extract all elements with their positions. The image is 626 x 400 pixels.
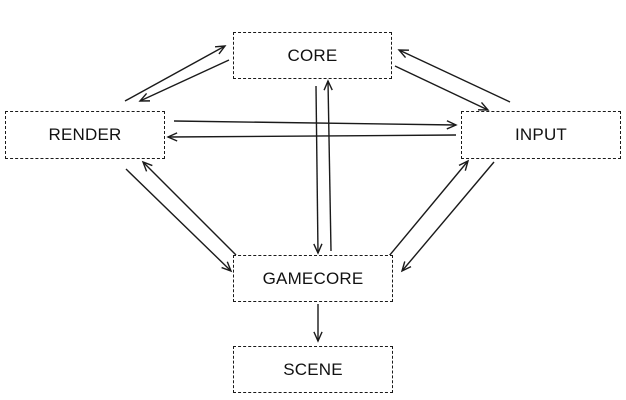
arrow-core-render-line — [139, 59, 230, 102]
arrow-render-core-line — [124, 45, 226, 102]
arrow-gamecore-input — [388, 159, 470, 257]
arrow-input-core — [397, 49, 511, 103]
arrow-input-render — [166, 132, 457, 142]
arrow-core-input-line — [394, 65, 489, 111]
arrow-gamecore-render-arrowhead — [141, 160, 153, 172]
node-core: CORE — [233, 32, 392, 79]
node-scene: SCENE — [233, 346, 393, 393]
arrow-render-gamecore-line — [125, 168, 232, 272]
arrow-render-input-arrowhead — [446, 120, 458, 130]
arrow-gamecore-scene — [313, 304, 323, 343]
arrow-render-core — [124, 45, 227, 102]
arrow-gamecore-core-line — [327, 80, 332, 252]
arrow-render-core-arrowhead — [214, 45, 227, 55]
arrow-input-core-arrowhead — [397, 49, 410, 59]
arrow-render-gamecore-arrowhead — [221, 261, 233, 273]
arrow-gamecore-render — [141, 160, 237, 256]
arrow-gamecore-scene-arrowhead — [313, 331, 323, 343]
arrow-gamecore-core-arrowhead — [323, 79, 333, 91]
arrow-core-gamecore-arrowhead — [313, 243, 323, 255]
arrow-core-input-arrowhead — [477, 101, 490, 111]
arrow-core-input — [394, 65, 490, 111]
node-render: RENDER — [5, 111, 165, 159]
arrow-core-gamecore-line — [315, 85, 319, 254]
arrow-render-input — [173, 120, 458, 130]
arrow-input-core-line — [398, 49, 511, 103]
arrow-input-render-arrowhead — [166, 132, 178, 142]
arrow-input-gamecore — [400, 161, 495, 273]
arrow-gamecore-input-arrowhead — [458, 159, 470, 171]
arrow-gamecore-input-line — [388, 160, 469, 257]
arrow-core-render — [138, 59, 230, 102]
arrow-input-render-line — [167, 134, 457, 138]
arrow-gamecore-core — [323, 79, 333, 252]
arrow-core-render-arrowhead — [138, 93, 151, 102]
node-gamecore: GAMECORE — [233, 255, 393, 302]
arrow-input-gamecore-line — [401, 161, 495, 272]
arrow-input-gamecore-arrowhead — [400, 261, 412, 273]
arrow-render-gamecore — [125, 168, 233, 273]
arrow-render-input-line — [173, 120, 457, 126]
arrow-gamecore-render-line — [142, 161, 237, 256]
node-input: INPUT — [461, 111, 621, 159]
arrow-core-gamecore — [313, 85, 323, 255]
